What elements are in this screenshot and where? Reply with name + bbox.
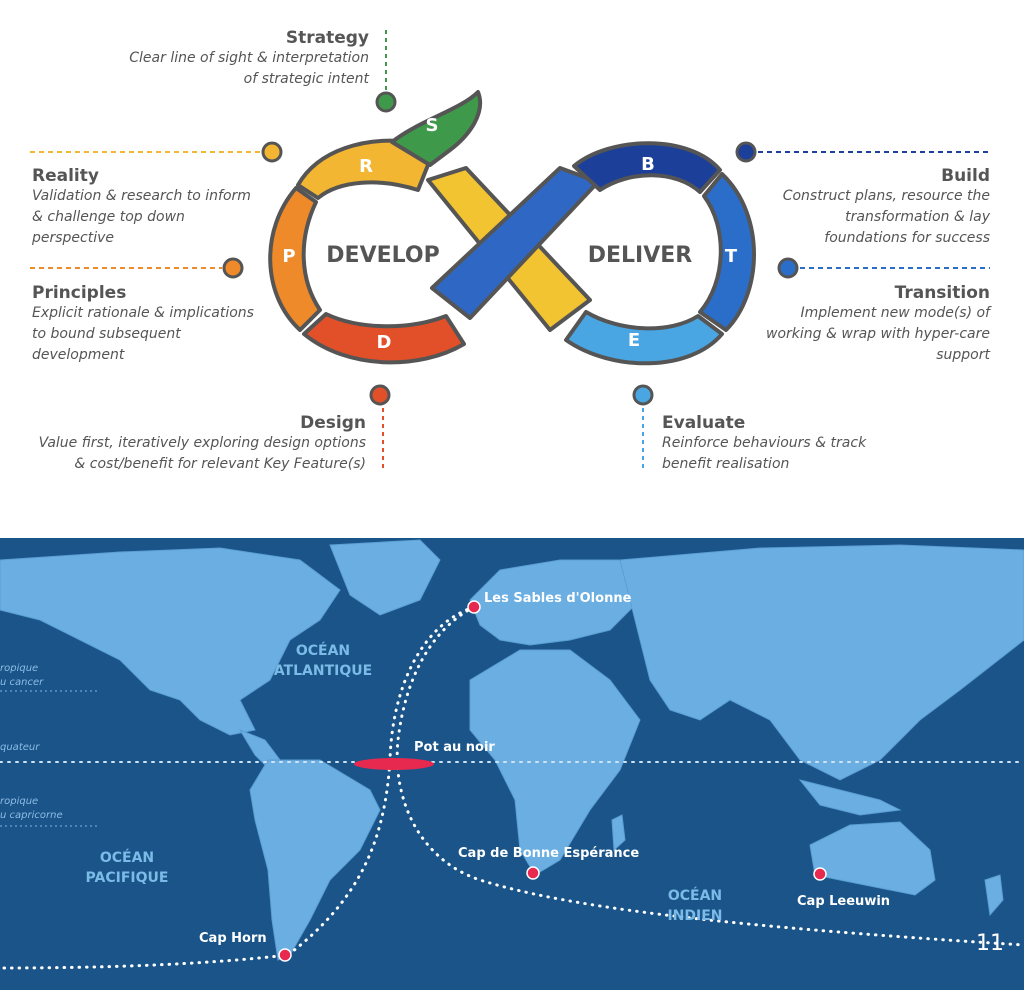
- principles-desc-line-1: Explicit rationale & implications: [32, 305, 254, 321]
- new-zealand: [984, 874, 1004, 917]
- build-segment: [572, 141, 722, 194]
- route-outbound: [395, 605, 1024, 947]
- indien-label-line-2: INDIEN: [667, 908, 722, 924]
- world-route-map: OCÉAN ATLANTIQUE OCÉAN PACIFIQUE OCÉAN I…: [0, 538, 1024, 990]
- evaluate-segment: [564, 310, 724, 366]
- evaluate-desc-line-2: benefit realisation: [662, 456, 790, 472]
- land-masses: [0, 539, 1024, 961]
- indien-label-line-1: OCÉAN: [668, 887, 722, 904]
- capricorne-label-line-1: ropique: [0, 796, 38, 807]
- cancer-label-line-2: u cancer: [0, 677, 44, 688]
- build-dot: [735, 141, 757, 163]
- build-block: Build Construct plans, resource the tran…: [760, 166, 990, 249]
- segment-letter-b: B: [641, 154, 655, 175]
- principles-desc-line-3: development: [32, 347, 125, 363]
- horn-label: Cap Horn: [199, 931, 267, 946]
- reality-block: Reality Validation & research to inform …: [32, 166, 282, 249]
- transition-dot: [777, 257, 799, 279]
- transition-desc-line-3: support: [936, 347, 990, 363]
- design-segment: [302, 312, 466, 365]
- asia: [619, 544, 1024, 781]
- greenland: [329, 539, 441, 616]
- segment-letter-e: E: [628, 330, 640, 351]
- reality-desc-line-2: & challenge top down: [32, 209, 185, 225]
- bonne-esperance-marker: [526, 866, 540, 880]
- principles-block: Principles Explicit rationale & implicat…: [32, 283, 282, 366]
- infinity-loop: S R P D B T E DEVELOP DELIVER: [30, 30, 990, 472]
- north-america: [0, 547, 341, 736]
- indonesia: [798, 779, 902, 816]
- strategy-dot: [375, 91, 397, 113]
- madagascar: [611, 814, 626, 852]
- pot-au-noir-label: Pot au noir: [414, 740, 495, 755]
- sables-marker: [467, 600, 481, 614]
- evaluate-block: Evaluate Reinforce behaviours & track be…: [662, 413, 912, 475]
- design-desc-line-2: & cost/benefit for relevant Key Feature(…: [74, 456, 366, 472]
- develop-deliver-diagram: S R P D B T E DEVELOP DELIVER Strategy C…: [6, 28, 990, 475]
- deliver-label: DELIVER: [588, 243, 693, 268]
- reality-dot: [261, 141, 283, 163]
- principles-title: Principles: [32, 283, 127, 303]
- design-title: Design: [300, 413, 366, 433]
- segment-letter-r: R: [359, 156, 373, 177]
- leeuwin-marker: [813, 867, 827, 881]
- sables-label: Les Sables d'Olonne: [484, 591, 632, 606]
- reality-title: Reality: [32, 166, 99, 186]
- build-desc-line-3: foundations for success: [824, 230, 990, 246]
- reality-desc-line-1: Validation & research to inform: [32, 188, 251, 204]
- strategy-segment: [390, 90, 482, 167]
- pot-au-noir-zone: [354, 758, 434, 770]
- strategy-desc-line-2: of strategic intent: [243, 71, 369, 87]
- strategy-title: Strategy: [285, 28, 369, 48]
- design-desc-line-1: Value first, iteratively exploring desig…: [38, 435, 366, 451]
- atlantique-label-line-2: ATLANTIQUE: [274, 663, 372, 679]
- build-desc-line-2: transformation & lay: [845, 209, 990, 225]
- segment-letter-t: T: [725, 246, 738, 267]
- segment-letter-s: S: [426, 115, 439, 136]
- develop-label: DEVELOP: [326, 243, 439, 268]
- map-canvas: OCÉAN ATLANTIQUE OCÉAN PACIFIQUE OCÉAN I…: [0, 538, 1024, 990]
- reality-desc-line-3: perspective: [32, 230, 115, 246]
- europe: [469, 559, 641, 646]
- atlantique-label-line-1: OCÉAN: [296, 642, 350, 659]
- transition-title: Transition: [894, 283, 990, 303]
- transition-block: Transition Implement new mode(s) of work…: [740, 283, 990, 366]
- segment-letter-p: P: [282, 246, 295, 267]
- south-america: [249, 759, 381, 961]
- evaluate-title: Evaluate: [662, 413, 746, 433]
- segment-letter-d: D: [377, 332, 392, 353]
- transition-desc-line-2: working & wrap with hyper-care: [766, 326, 990, 342]
- pacifique-label-line-1: OCÉAN: [100, 849, 154, 866]
- build-title: Build: [941, 166, 990, 186]
- transition-segment: [698, 172, 756, 332]
- principles-dot: [222, 257, 244, 279]
- build-desc-line-1: Construct plans, resource the: [782, 188, 990, 204]
- design-block: Design Value first, iteratively explorin…: [6, 413, 366, 475]
- evaluate-desc-line-1: Reinforce behaviours & track: [662, 435, 867, 451]
- capricorne-label-line-2: u capricorne: [0, 810, 63, 821]
- design-dot: [369, 384, 391, 406]
- transition-desc-line-1: Implement new mode(s) of: [800, 305, 990, 321]
- leeuwin-label: Cap Leeuwin: [797, 894, 890, 909]
- cancer-label-line-1: ropique: [0, 663, 38, 674]
- pacifique-label-line-2: PACIFIQUE: [86, 870, 169, 886]
- strategy-block: Strategy Clear line of sight & interpret…: [49, 28, 369, 90]
- australia: [809, 821, 936, 896]
- route-return: [0, 605, 476, 970]
- horn-marker: [278, 948, 292, 962]
- strategy-desc-line-1: Clear line of sight & interpretation: [129, 50, 369, 66]
- africa: [469, 649, 641, 876]
- principles-desc-line-2: to bound subsequent: [32, 326, 181, 342]
- bonne-esperance-label: Cap de Bonne Espérance: [458, 846, 639, 861]
- equateur-label: quateur: [0, 742, 40, 753]
- page-number: 11: [976, 931, 1004, 956]
- evaluate-dot: [632, 384, 654, 406]
- principles-segment: [268, 186, 322, 332]
